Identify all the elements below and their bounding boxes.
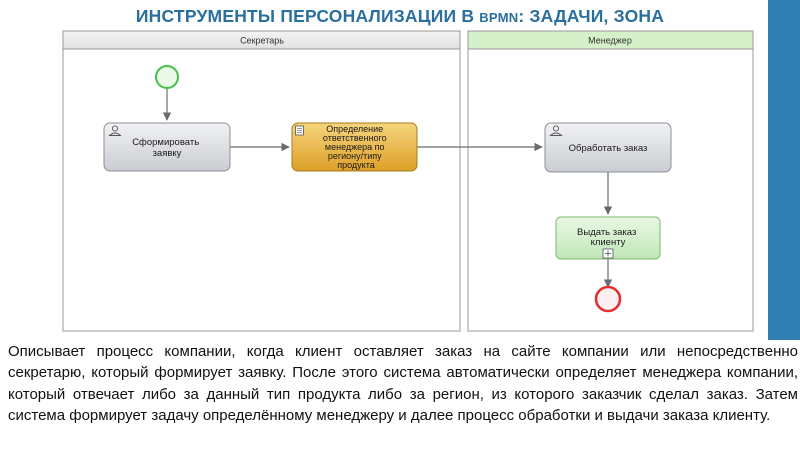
task-line: Выдать заказ bbox=[577, 227, 636, 238]
user-task-icon bbox=[108, 125, 122, 136]
task-line: клиенту bbox=[591, 237, 626, 248]
start-event bbox=[155, 65, 179, 89]
task-line: ответственного bbox=[323, 133, 387, 143]
task-line: Обработать заказ bbox=[569, 143, 648, 154]
task-line: заявку bbox=[153, 148, 182, 159]
task-deliver-order: Выдать заказ клиенту bbox=[555, 216, 661, 260]
description-text: Описывает процесс компании, когда клиент… bbox=[8, 343, 798, 425]
lane-label-secretary: Секретарь bbox=[240, 36, 284, 46]
task-label-form-request: Сформировать заявку bbox=[132, 137, 202, 159]
end-event bbox=[594, 285, 622, 313]
subprocess-marker-icon bbox=[602, 248, 614, 259]
task-line: Сформировать bbox=[132, 137, 199, 148]
bpmn-diagram: Секретарь Менеджер Сформировать заявку bbox=[62, 30, 754, 332]
task-determine-manager: Определение ответственного менеджера по … bbox=[291, 122, 418, 172]
task-line: Определение bbox=[326, 124, 383, 134]
task-line: менеджера по bbox=[325, 142, 385, 152]
task-label-process-order: Обработать заказ bbox=[569, 143, 648, 154]
lane-label-manager: Менеджер bbox=[588, 36, 632, 46]
decorative-blue-strip bbox=[768, 0, 800, 340]
title-text-1: ИНСТРУМЕНТЫ ПЕРСОНАЛИЗАЦИИ В bbox=[135, 6, 480, 26]
task-line: региону/типу bbox=[328, 151, 382, 161]
title-text-bpmn: BPMN bbox=[479, 10, 519, 25]
task-process-order: Обработать заказ bbox=[544, 122, 672, 173]
task-label-deliver-order: Выдать заказ клиенту bbox=[577, 227, 639, 248]
script-task-icon bbox=[295, 125, 304, 136]
task-label-determine-manager: Определение ответственного менеджера по … bbox=[323, 124, 389, 170]
title-text-2: : ЗАДАЧИ, ЗОНА bbox=[518, 6, 665, 26]
lane-secretary: Секретарь bbox=[62, 30, 461, 332]
page-title: ИНСТРУМЕНТЫ ПЕРСОНАЛИЗАЦИИ В BPMN: ЗАДАЧ… bbox=[0, 6, 800, 27]
task-line: продукта bbox=[337, 160, 375, 170]
user-task-icon bbox=[549, 125, 563, 136]
task-form-request: Сформировать заявку bbox=[103, 122, 231, 172]
